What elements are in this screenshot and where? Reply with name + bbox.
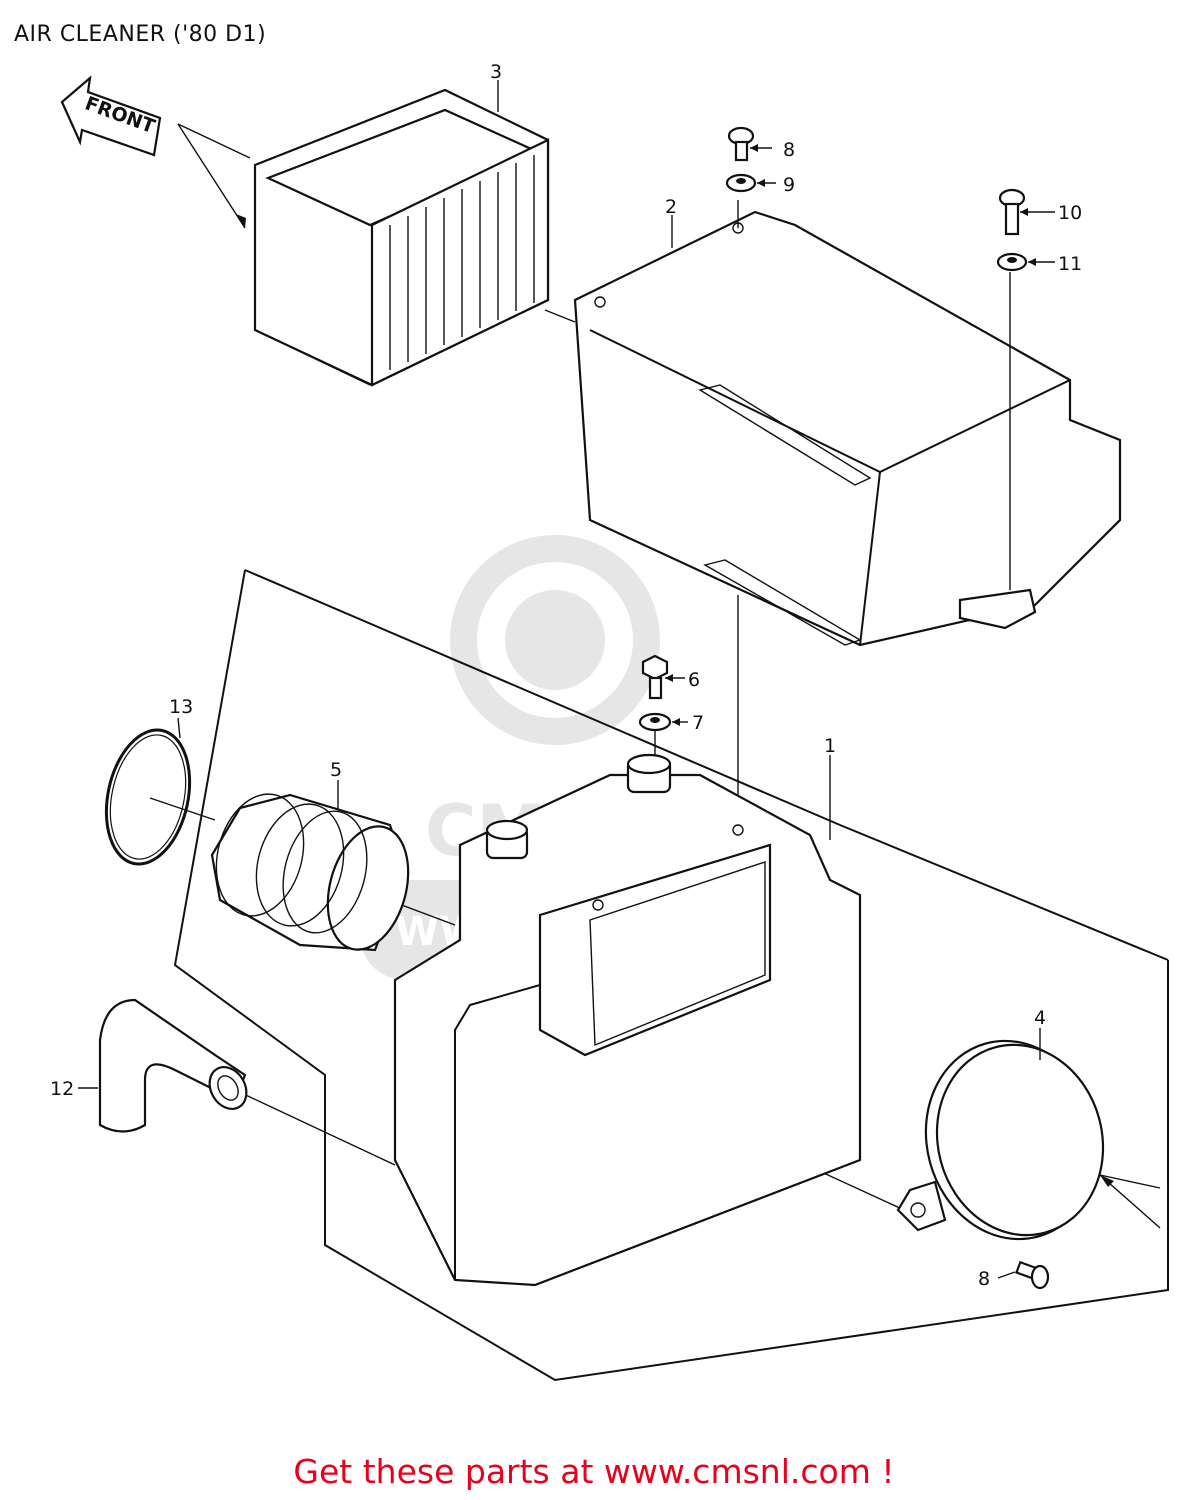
housing-boss-left bbox=[485, 819, 529, 860]
callout-8-bottom: 8 bbox=[978, 1268, 990, 1290]
callout-13: 13 bbox=[169, 696, 193, 718]
callout-6: 6 bbox=[688, 669, 700, 691]
callout-4: 4 bbox=[1034, 1007, 1046, 1029]
part-12-hose bbox=[98, 998, 248, 1133]
part-1-bracket bbox=[173, 569, 1169, 1382]
part-10-screw bbox=[998, 188, 1055, 236]
callout-leaders bbox=[78, 80, 1041, 1089]
callout-2: 2 bbox=[665, 196, 677, 218]
callout-7: 7 bbox=[692, 712, 704, 734]
front-pointer-lines bbox=[177, 123, 251, 229]
callout-10: 10 bbox=[1058, 202, 1082, 224]
part-8-screw-bottom bbox=[997, 1260, 1050, 1290]
page-title: AIR CLEANER ('80 D1) bbox=[14, 22, 267, 47]
callout-3: 3 bbox=[490, 61, 502, 83]
front-arrow-icon: FRONT bbox=[60, 75, 162, 157]
callout-labels: 3 2 8 9 10 11 6 7 1 13 5 4 12 8 bbox=[50, 61, 1082, 1290]
callout-8-top: 8 bbox=[783, 139, 795, 161]
part-13-o-ring bbox=[104, 728, 192, 866]
housing-boss-right bbox=[626, 753, 672, 794]
part-5-duct bbox=[210, 793, 410, 952]
part-9-washer bbox=[725, 173, 776, 193]
part-6-bolt bbox=[641, 654, 685, 700]
callout-11: 11 bbox=[1058, 253, 1082, 275]
part-11-washer bbox=[996, 252, 1055, 272]
callout-1: 1 bbox=[824, 735, 836, 757]
part-7-washer bbox=[638, 712, 688, 732]
promo-link[interactable]: Get these parts at www.cmsnl.com ! bbox=[293, 1452, 895, 1491]
part-4-cap bbox=[896, 1039, 1161, 1241]
callout-9: 9 bbox=[783, 174, 795, 196]
part-3-filter-element bbox=[253, 88, 550, 387]
part-2-cover bbox=[573, 210, 1122, 647]
callout-12: 12 bbox=[50, 1078, 74, 1100]
callout-5: 5 bbox=[330, 759, 342, 781]
part-1-housing bbox=[393, 753, 862, 1287]
part-8-screw-top bbox=[727, 126, 772, 162]
